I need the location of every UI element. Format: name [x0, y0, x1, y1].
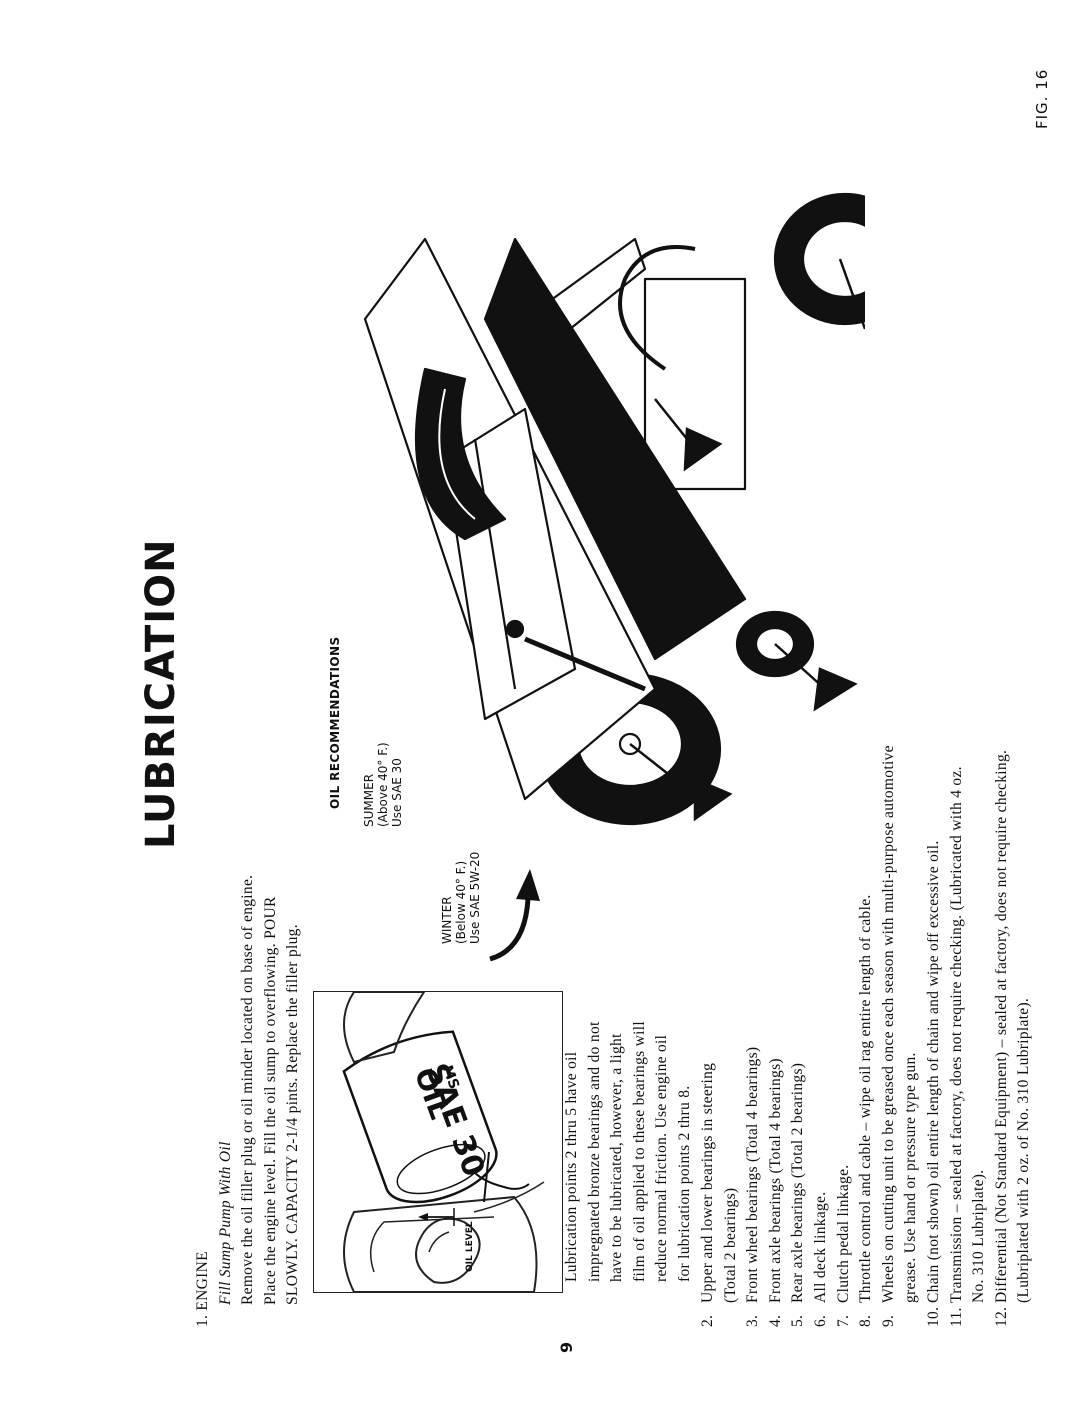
engine-heading: 1. ENGINE [194, 1251, 211, 1327]
winter-label: WINTER [440, 896, 454, 944]
list-item: 9.Wheels on cutting unit to be greased o… [879, 745, 897, 1327]
tractor-illustration [363, 192, 865, 826]
engine-subheading: Fill Sump Pump With Oil [216, 1141, 234, 1305]
list-item: 11.Transmission – sealed at factory, doe… [947, 766, 965, 1327]
list-item-cont: grease. Use hand or pressure type gun. [902, 1052, 920, 1303]
figure-label: FIG. 16 [1033, 68, 1051, 129]
bearings-note: Lubrication points 2 thru 5 have oil imp… [561, 1021, 697, 1282]
oil-can-drawing: SAE 30 OIL MS OIL LEVEL [342, 991, 545, 1293]
oil-rec-winter: WINTER (Below 40° F.) Use SAE 5W-20 [440, 852, 482, 944]
bearings-line: have to be lubricated, however, a light [608, 1033, 626, 1282]
engine-line: Place the engine level. Fill the oil sum… [261, 896, 279, 1305]
engine-section: 1. ENGINE Fill Sump Pump With Oil Remove… [192, 875, 305, 1327]
engine-line: Remove the oil filler plug or oil minder… [239, 874, 257, 1305]
oil-can-illustration: SAE 30 OIL MS OIL LEVEL [313, 991, 563, 1293]
page-title: LUBRICATION [138, 538, 184, 849]
bearings-line: reduce normal friction. Use engine oil [653, 1034, 671, 1282]
list-item-cont: No. 310 Lubriplate). [970, 1169, 988, 1303]
list-item-cont: (Lubriplated with 2 oz. of No. 310 Lubri… [1015, 997, 1033, 1303]
bearings-line: impregnated bronze bearings and do not [585, 1021, 603, 1282]
winter-range: (Below 40° F.) [454, 860, 468, 944]
oil-level-label: OIL LEVEL [465, 1221, 475, 1272]
bearings-line: film of oil applied to these bearings wi… [630, 1021, 648, 1282]
bearings-line: for lubrication points 2 thru 8. [675, 1085, 693, 1282]
list-item: 12.Differential (Not Standard Equipment)… [992, 749, 1010, 1327]
list-item: 10.Chain (not shown) oil entire length o… [924, 840, 942, 1327]
engine-line: SLOWLY. CAPACITY 2-1/4 pints. Replace th… [284, 924, 302, 1305]
bearings-line: Lubrication points 2 thru 5 have oil [563, 1051, 580, 1282]
page-number: 9 [557, 1341, 576, 1353]
curved-arrow-icon [489, 869, 540, 962]
can-label-ms: MS [439, 1063, 462, 1091]
